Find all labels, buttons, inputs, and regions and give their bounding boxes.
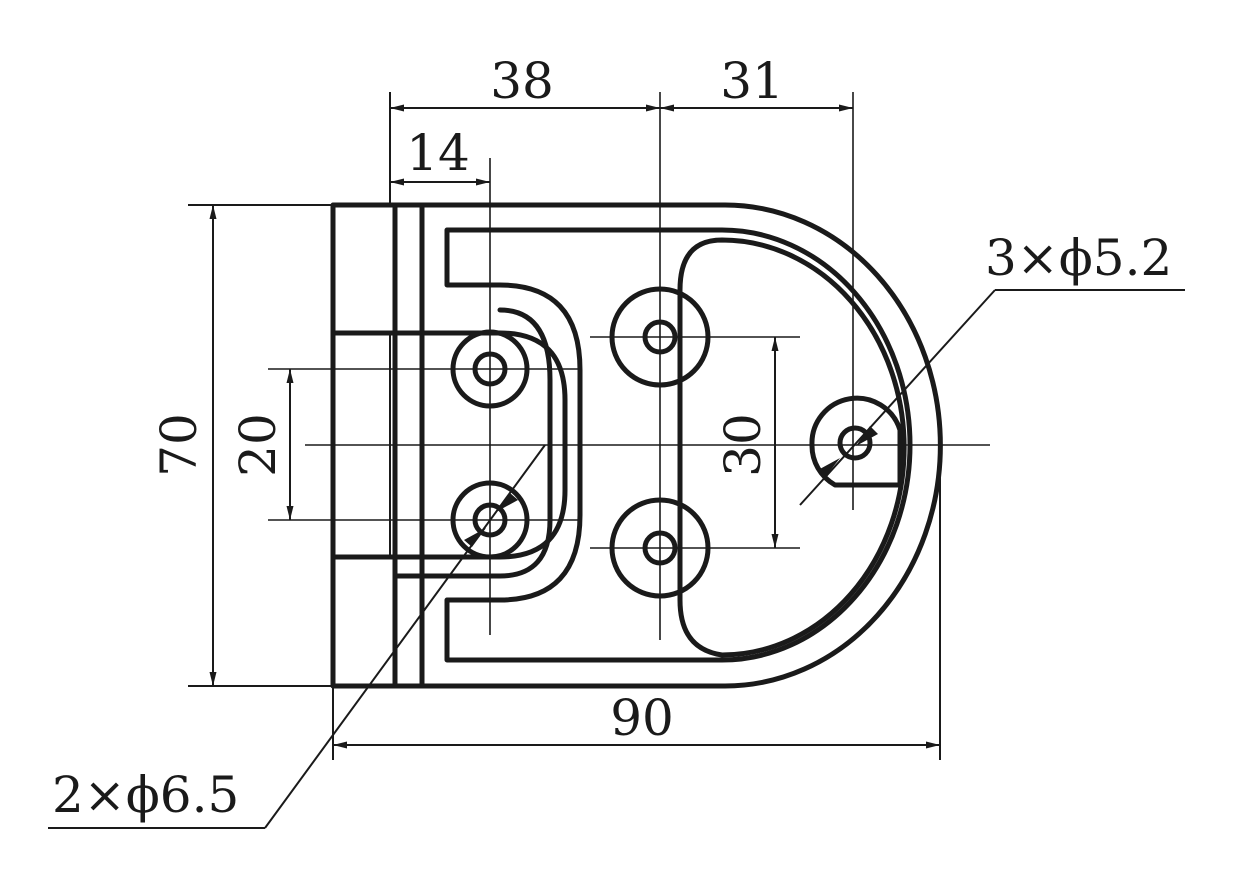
dim-38-label: 38 (490, 52, 554, 110)
dim-90: 90 (333, 689, 940, 749)
center-lines (268, 92, 990, 640)
dim-14: 14 (390, 124, 490, 186)
leader-2x-phi-6-5: 2×ϕ6.5 (48, 444, 546, 829)
dim-20-label: 20 (229, 413, 287, 477)
dim-31: 31 (660, 52, 853, 112)
dim-30-label: 30 (714, 413, 772, 477)
dim-14-label: 14 (406, 124, 470, 182)
dim-30: 30 (714, 337, 779, 548)
callout-large-holes: 2×ϕ6.5 (52, 766, 239, 824)
small-hole-right (809, 395, 903, 488)
center-boss (330, 307, 568, 579)
dim-70-label: 70 (150, 413, 208, 477)
leader-3x-phi-5-2: 3×ϕ5.2 (799, 229, 1185, 506)
dim-70: 70 (150, 205, 217, 686)
dim-38: 38 (390, 52, 660, 112)
dim-90-label: 90 (610, 689, 674, 747)
dim-20: 20 (229, 369, 294, 520)
callout-small-holes: 3×ϕ5.2 (985, 229, 1172, 287)
dim-31-label: 31 (720, 52, 784, 110)
